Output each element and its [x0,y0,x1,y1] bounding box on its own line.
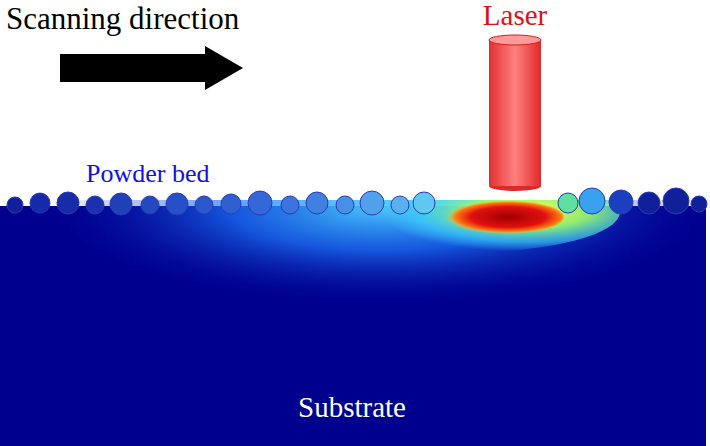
direction-arrow [60,46,243,90]
laser-beam [489,40,541,186]
powder-particles [7,188,707,215]
laser-beam-top [489,35,541,45]
direction-label: Scanning direction [6,2,239,36]
melt-pool [440,200,564,234]
powder-bed-label: Powder bed [86,160,209,189]
heat-trail [50,200,706,303]
laser-label: Laser [483,0,547,32]
heat-zone [320,200,620,252]
substrate-label: Substrate [298,392,406,424]
